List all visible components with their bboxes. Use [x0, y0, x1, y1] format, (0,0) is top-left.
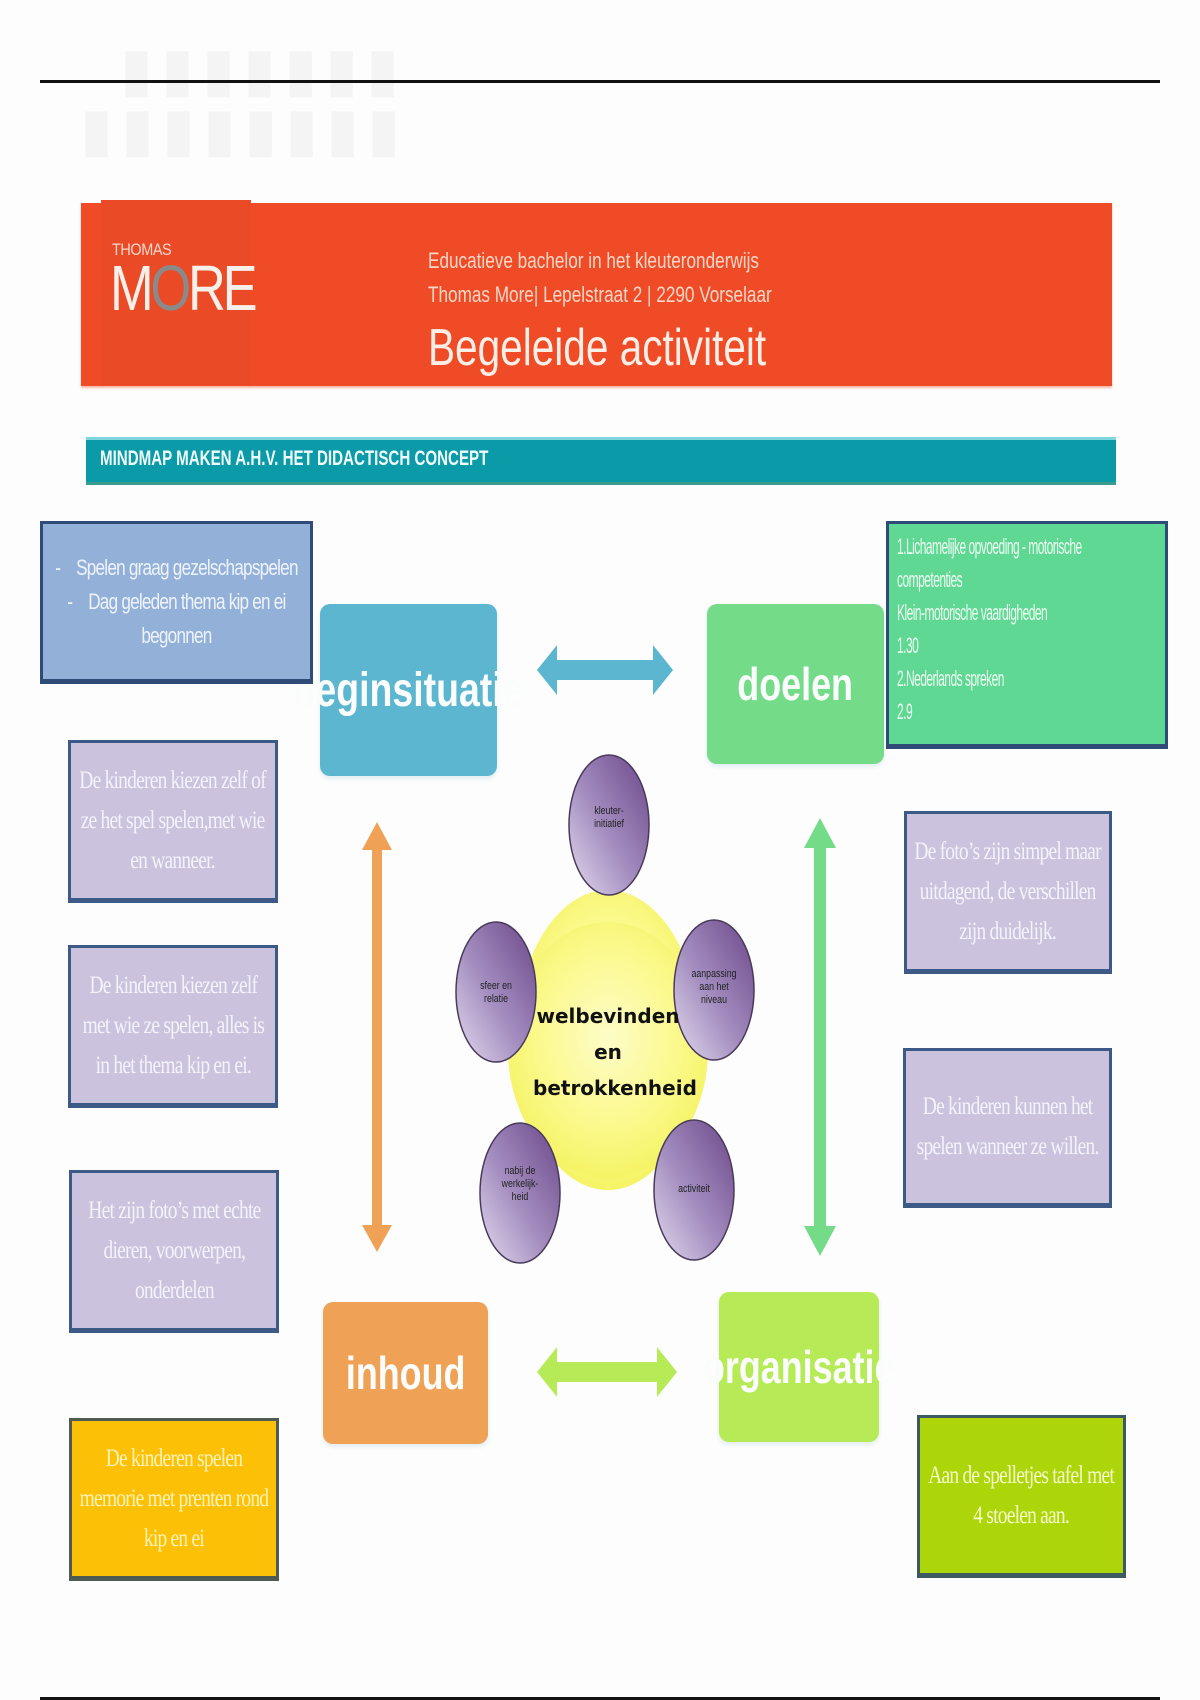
logo-thomas-text: THOMAS — [112, 240, 172, 259]
center-label: welbevinden en betrokkenheid — [533, 1004, 697, 1100]
petal-label: activiteit — [678, 1183, 710, 1195]
note-beginsituatie: - Spelen graag gezelschapspelen - Dag ge… — [40, 521, 313, 684]
key-beginsituatie: beginsituatie — [293, 604, 524, 776]
petal-label: kleuter-initiatief — [594, 805, 624, 830]
header-banner — [81, 203, 1112, 386]
key-inhoud: inhoud — [323, 1302, 488, 1444]
logo-more-text: MORE — [110, 252, 258, 324]
faint-background-text: ▮▮▮▮▮▮▮▮ — [80, 95, 409, 165]
arrow-inhoud-organisatie — [537, 1347, 677, 1397]
page-title: Begeleide activiteit — [428, 319, 767, 377]
thomas-more-logo — [101, 200, 251, 386]
faint-background-text: ▮▮▮▮▮▮▮ — [120, 35, 408, 105]
bullet-item-continuation: begonnen — [141, 622, 212, 648]
note-doelen: 1.Lichamelijke opvoeding - motorische co… — [886, 521, 1168, 749]
top-divider — [40, 80, 1160, 83]
address: Thomas More| Lepelstraat 2 | 2290 Vorsel… — [428, 282, 772, 307]
bullet-item: - Dag geleden thema kip en ei — [67, 588, 286, 614]
key-doelen: doelen — [707, 604, 884, 764]
arrow-doelen-organisatie — [804, 818, 836, 1256]
section-title: MINDMAP MAKEN A.H.V. HET DIDACTISCH CONC… — [100, 447, 489, 470]
program-name: Educatieve bachelor in het kleuteronderw… — [428, 248, 760, 273]
key-organisatie: organisatie — [703, 1292, 895, 1442]
arrow-begin-doelen — [537, 645, 673, 695]
bottom-divider — [40, 1697, 1160, 1700]
arrow-begin-inhoud — [362, 822, 392, 1252]
bullet-item: - Spelen graag gezelschapspelen — [55, 554, 298, 580]
section-bar — [86, 437, 1116, 485]
